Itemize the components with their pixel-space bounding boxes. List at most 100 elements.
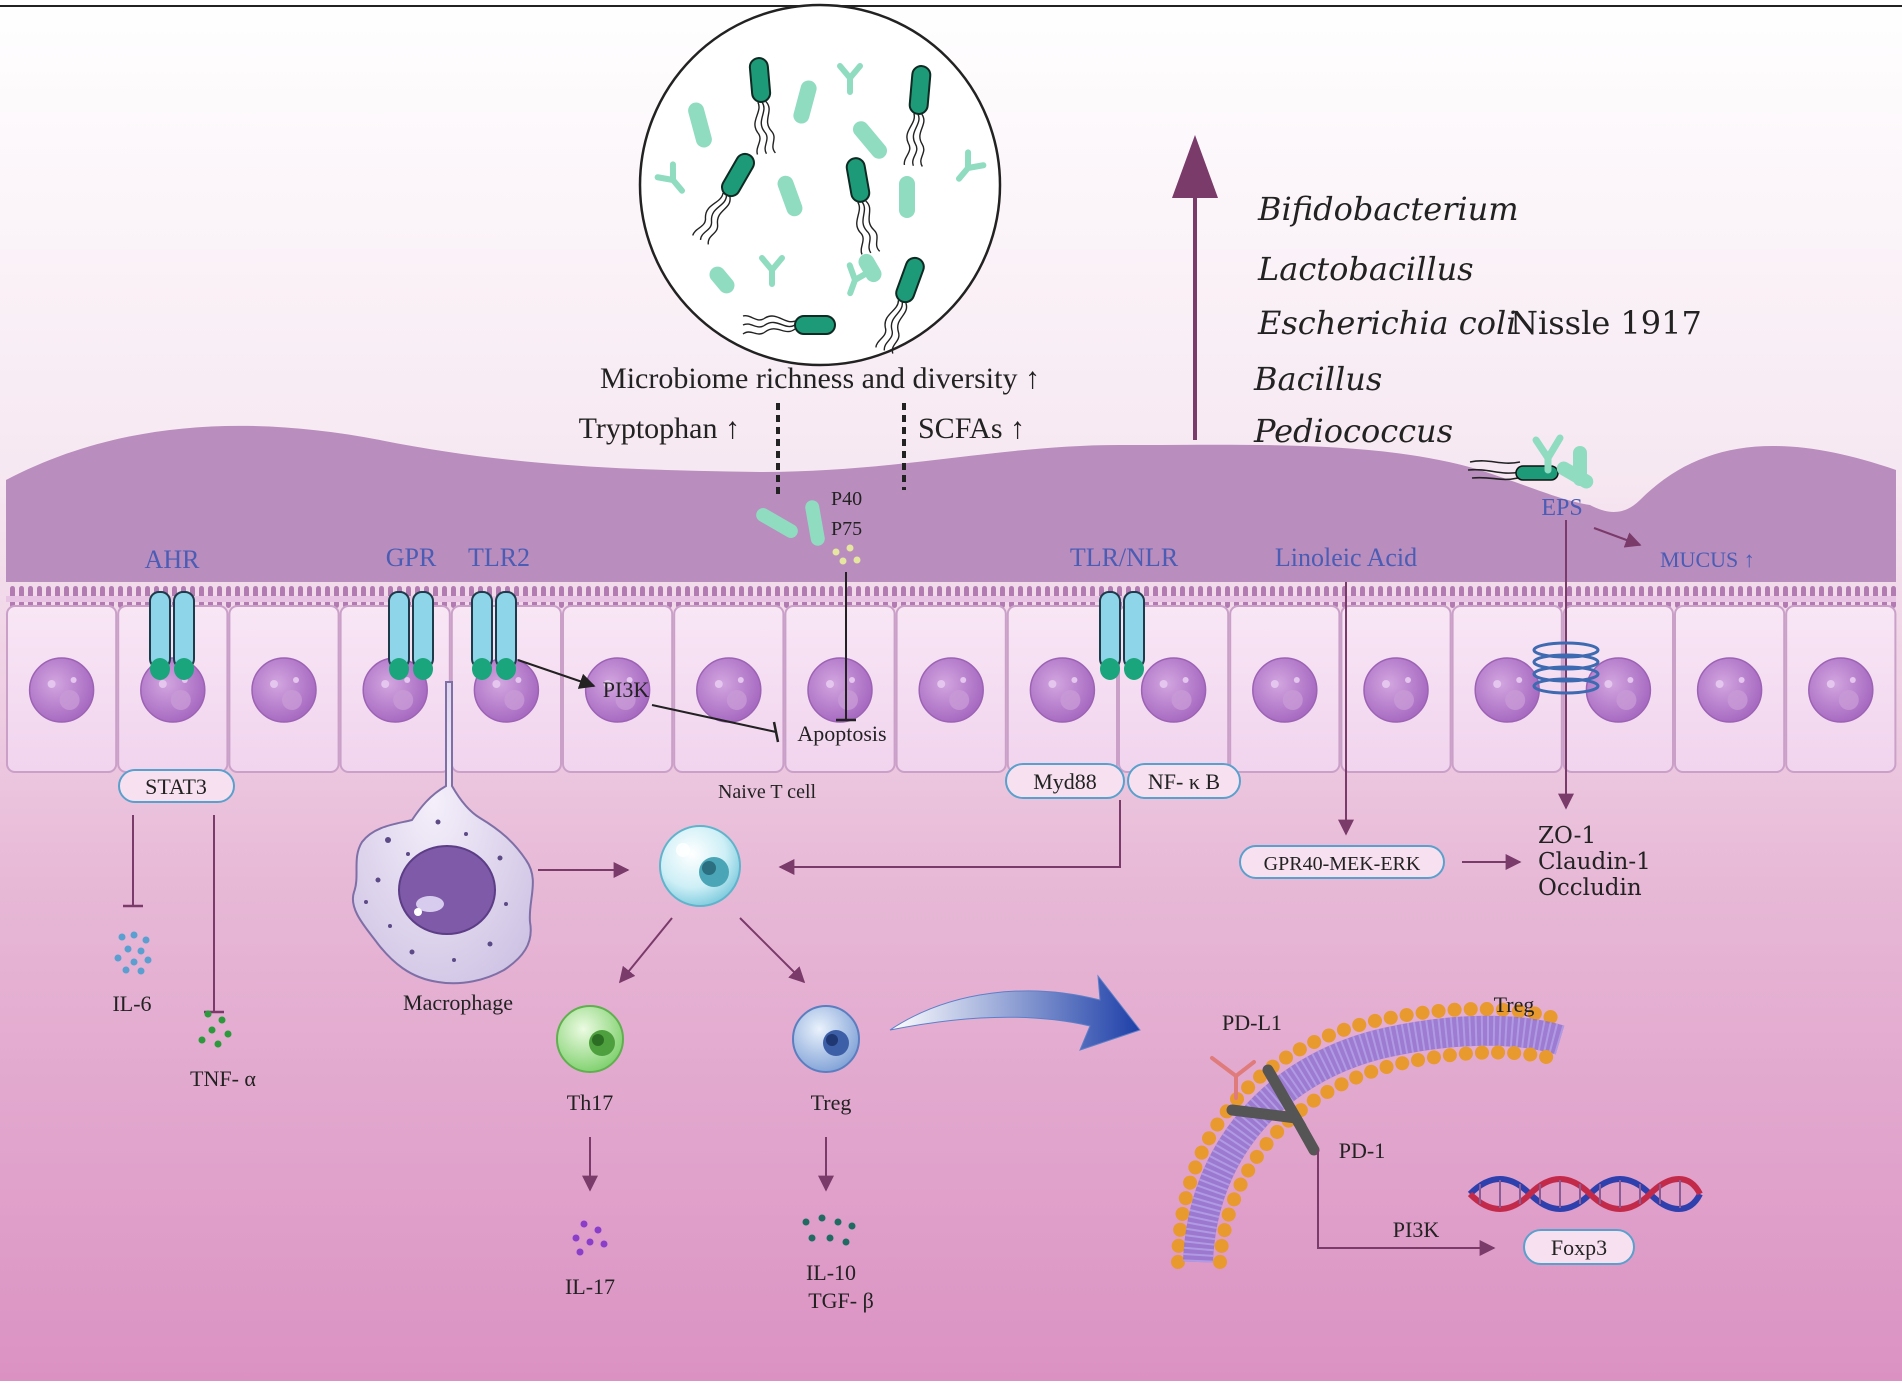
flagellated-bacterium bbox=[742, 315, 836, 335]
tnf-label: TNF- α bbox=[190, 1066, 256, 1091]
flagellated-bacterium bbox=[875, 256, 925, 354]
p75-label: P75 bbox=[831, 518, 862, 540]
epithelial-cell bbox=[1006, 605, 1118, 773]
il10-label: IL-10 bbox=[806, 1260, 856, 1285]
claudin1-label: Claudin-1 bbox=[1538, 849, 1651, 875]
epithelial-cell bbox=[784, 605, 896, 773]
epithelial-cell bbox=[673, 605, 785, 773]
p40-p75-protein bbox=[756, 500, 825, 546]
pdl1-label: PD-L1 bbox=[1222, 1010, 1282, 1035]
stat3-label: STAT3 bbox=[145, 774, 207, 799]
genus-lactobacillus: Lactobacillus bbox=[1257, 250, 1474, 288]
epithelial-cell bbox=[1340, 605, 1452, 773]
flagellated-bacterium bbox=[845, 157, 881, 255]
foxp3-box bbox=[1523, 1229, 1635, 1265]
y-shaped-bacterium bbox=[846, 262, 872, 297]
epithelial-cell bbox=[117, 605, 229, 773]
gpr-label: GPR bbox=[386, 543, 437, 572]
pi3k-label: PI3K bbox=[603, 677, 650, 702]
flagellated-bacterium bbox=[903, 65, 932, 167]
pd1-molecule bbox=[1226, 1064, 1320, 1156]
epithelial-cell bbox=[228, 605, 340, 773]
il17-label: IL-17 bbox=[565, 1274, 615, 1299]
th17-cell bbox=[556, 1005, 624, 1073]
genus-escherichia-coli: Escherichia coli bbox=[1257, 304, 1516, 342]
tlr2-to-pi3k-arrow bbox=[517, 659, 596, 689]
zo1-label: ZO-1 bbox=[1538, 823, 1596, 849]
tlr-nlr-label: TLR/NLR bbox=[1070, 543, 1179, 572]
tight-junction-coil bbox=[1532, 641, 1600, 695]
gpr-receptor bbox=[388, 591, 434, 680]
pdl1-molecule bbox=[1210, 1056, 1256, 1100]
treg-label: Treg bbox=[811, 1090, 852, 1115]
ahr-receptor bbox=[149, 591, 195, 680]
il6-label: IL-6 bbox=[112, 991, 151, 1016]
nfkb-box bbox=[1127, 763, 1241, 799]
rod-bacterium bbox=[709, 266, 735, 294]
y-shaped-bacterium bbox=[654, 161, 685, 194]
y-shaped-bacterium bbox=[956, 149, 987, 182]
naive-t-cell bbox=[659, 825, 741, 907]
il6-particles bbox=[114, 931, 152, 975]
strain-nissle: Nissle 1917 bbox=[1510, 304, 1702, 342]
il17-particles bbox=[572, 1220, 608, 1256]
membrane-treg-label: Treg bbox=[1494, 992, 1535, 1017]
gpr40-box bbox=[1239, 845, 1445, 879]
apical-membrane bbox=[6, 596, 1896, 602]
rod-bacterium bbox=[853, 121, 887, 159]
treg-pi3k-label: PI3K bbox=[1393, 1217, 1440, 1242]
pd1-label: PD-1 bbox=[1339, 1138, 1385, 1163]
receptors bbox=[149, 591, 1145, 680]
p40-label: P40 bbox=[831, 488, 862, 510]
flagellated-bacterium bbox=[692, 152, 755, 245]
microbiome-richness-label: Microbiome richness and diversity ↑ bbox=[600, 362, 1040, 395]
th17-label: Th17 bbox=[567, 1090, 613, 1115]
tight-junction-proteins: ZO-1 Claudin-1 Occludin bbox=[1538, 823, 1651, 901]
tlr2-label: TLR2 bbox=[468, 543, 530, 572]
epithelial-cell bbox=[1674, 605, 1786, 773]
naive-to-treg-arrow bbox=[739, 917, 806, 984]
stat3-box bbox=[118, 769, 235, 803]
mucus-layer bbox=[6, 425, 1896, 582]
epithelial-cell bbox=[1785, 605, 1897, 773]
rod-bacterium bbox=[858, 253, 882, 283]
epithelial-cell bbox=[6, 605, 118, 773]
genus-bifidobacterium: Bifidobacterium bbox=[1257, 190, 1519, 228]
epithelial-cell bbox=[1451, 605, 1563, 773]
myd88-box bbox=[1005, 763, 1125, 799]
epithelial-layer bbox=[6, 605, 1897, 773]
gpr40-label: GPR40-MEK-ERK bbox=[1264, 853, 1421, 875]
ahr-label: AHR bbox=[145, 545, 201, 574]
genus-bacillus: Bacillus bbox=[1253, 360, 1382, 398]
y-shaped-bacterium bbox=[837, 63, 863, 95]
occludin-label: Occludin bbox=[1538, 875, 1642, 901]
epithelial-cell bbox=[562, 605, 674, 773]
tryptophan-label: Tryptophan ↑ bbox=[579, 412, 740, 445]
rod-bacterium bbox=[688, 102, 712, 148]
tgf-label: TGF- β bbox=[808, 1288, 874, 1313]
microbiome-circle bbox=[638, 3, 1002, 367]
treg-detail-arrow bbox=[889, 974, 1141, 1051]
epithelial-cell bbox=[1562, 605, 1675, 773]
tlr2-receptor bbox=[471, 591, 517, 680]
treg-cell bbox=[792, 1005, 860, 1073]
tlr-nlr-receptor bbox=[1099, 591, 1145, 680]
macrophage bbox=[351, 681, 534, 985]
mucus-label: MUCUS ↑ bbox=[1660, 547, 1755, 572]
pd1-to-foxp3-arrow bbox=[1317, 1150, 1496, 1256]
pi3k-apoptosis-inhibition bbox=[651, 704, 777, 733]
tnf-particles bbox=[198, 1010, 232, 1048]
rod-bacterium bbox=[777, 175, 803, 217]
treg-membrane bbox=[1171, 1002, 1567, 1269]
probiotic-list: Bifidobacterium Lactobacillus Escherichi… bbox=[1253, 190, 1702, 450]
nfkb-label: NF- κ B bbox=[1148, 769, 1220, 794]
rod-bacterium bbox=[899, 176, 915, 218]
probiotic-up-arrow-head bbox=[1172, 135, 1218, 198]
rod-bacterium bbox=[793, 80, 817, 124]
apoptosis-label: Apoptosis bbox=[797, 721, 886, 746]
naive-to-th17-arrow bbox=[618, 917, 673, 984]
dna-helix bbox=[1467, 1176, 1703, 1212]
myd88-label: Myd88 bbox=[1033, 769, 1097, 794]
eps-bacterium bbox=[1467, 434, 1594, 489]
